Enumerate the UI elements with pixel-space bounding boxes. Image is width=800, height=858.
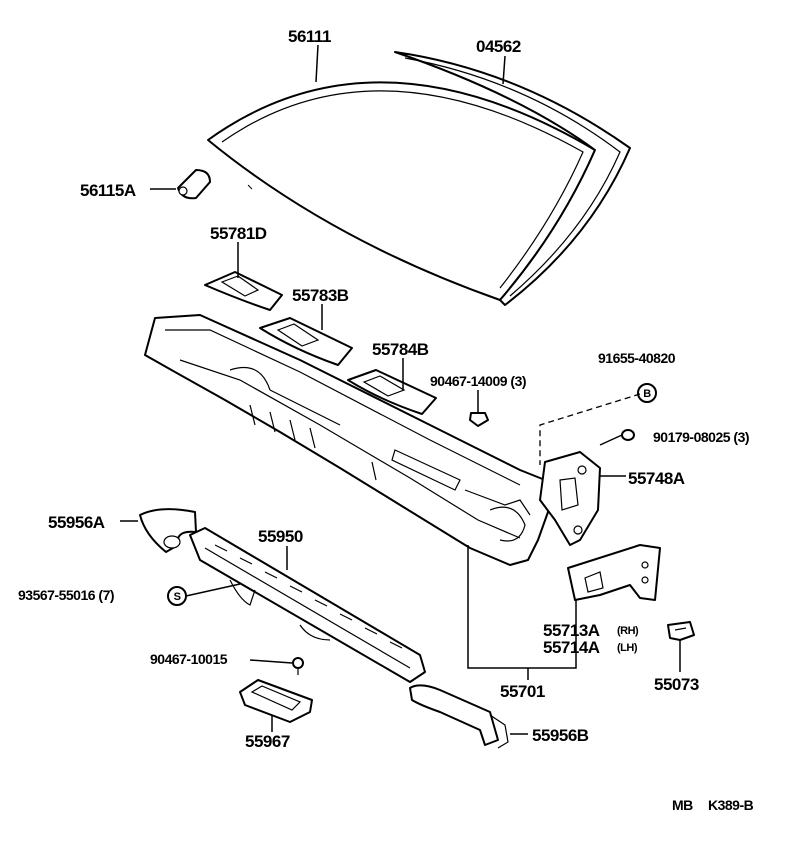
label-55967: 55967	[245, 732, 290, 751]
symbol-b: B	[637, 383, 657, 403]
clip-56115a	[177, 169, 211, 200]
label-55714a: 55714A	[543, 638, 600, 657]
seal-55784b	[347, 369, 437, 415]
seal-55783b	[259, 317, 353, 366]
label-93567-55016: 93567-55016 (7)	[18, 587, 114, 603]
bracket-55748a	[539, 451, 601, 546]
nut-90179-08025	[621, 429, 635, 441]
louver-55950	[189, 527, 426, 683]
symbol-s-text: S	[174, 591, 181, 603]
label-55714a-side: (LH)	[617, 642, 638, 654]
label-91655-40820: 91655-40820	[598, 350, 676, 366]
duct-55956b	[409, 684, 509, 749]
label-04562: 04562	[476, 37, 521, 56]
label-55748a: 55748A	[628, 469, 685, 488]
footer-code-right: K389-B	[708, 797, 754, 813]
seal-55781d	[204, 271, 283, 311]
label-90179-08025: 90179-08025 (3)	[653, 429, 749, 445]
cap-55073	[667, 621, 695, 641]
label-55781d: 55781D	[210, 224, 267, 243]
label-56111: 56111	[288, 27, 331, 46]
symbol-s: S	[167, 586, 187, 606]
footer-code-left: MB	[672, 797, 693, 813]
label-90467-14009: 90467-14009 (3)	[430, 373, 526, 389]
label-90467-10015: 90467-10015	[150, 651, 228, 667]
label-55956a: 55956A	[48, 513, 105, 532]
duct-55956a	[139, 508, 197, 553]
label-55713a-side: (RH)	[617, 625, 639, 637]
clip-90467-10015	[292, 657, 304, 675]
cover-55967	[239, 679, 313, 723]
label-55783b: 55783B	[292, 286, 349, 305]
cowl-panel-55701	[144, 314, 549, 566]
bracket-55713a	[567, 544, 661, 601]
label-55950: 55950	[258, 527, 303, 546]
symbol-b-text: B	[643, 388, 651, 400]
leader-lines	[120, 44, 681, 735]
label-55784b: 55784B	[372, 340, 429, 359]
nut-90467-14009	[469, 412, 489, 427]
label-55073: 55073	[654, 675, 699, 694]
label-55956b: 55956B	[532, 726, 589, 745]
label-55701: 55701	[500, 682, 545, 701]
windshield-moulding	[394, 51, 631, 306]
label-56115a: 56115A	[80, 181, 136, 200]
label-55713a: 55713A	[543, 621, 600, 640]
